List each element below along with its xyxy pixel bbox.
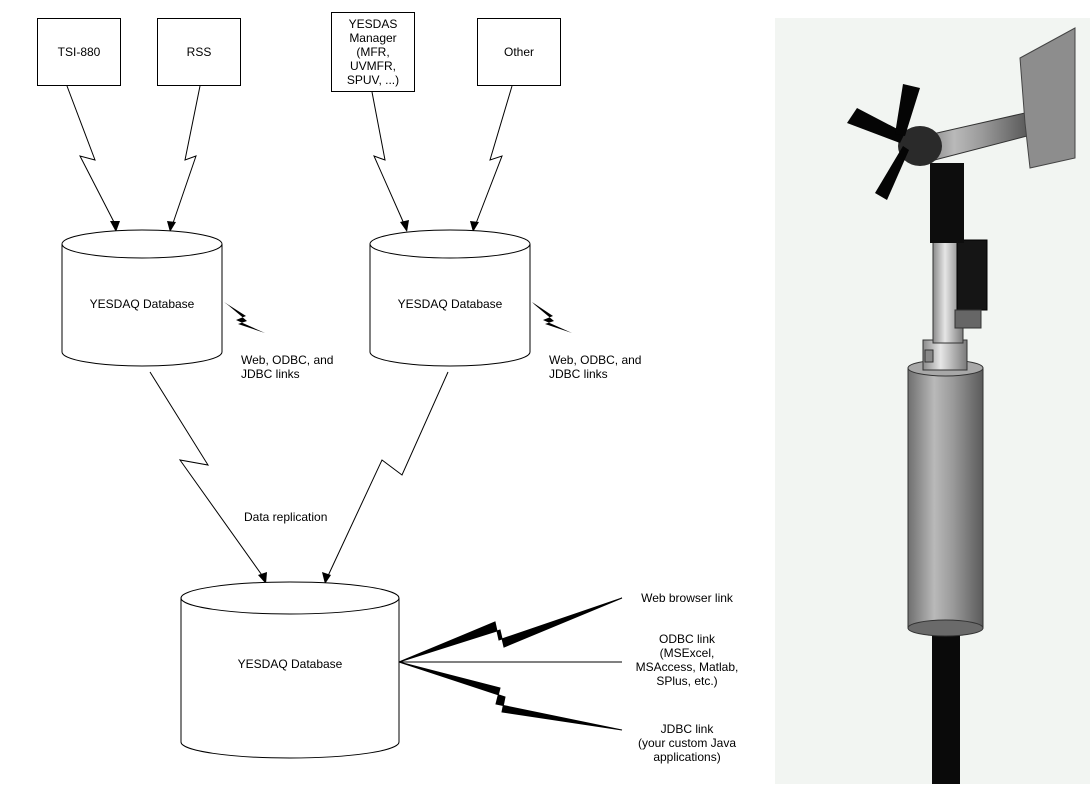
output-label-web: Web browser link <box>641 591 733 605</box>
replication-arrow-left <box>149 371 265 579</box>
yesdas-label-line3: (MFR, UVMFR, <box>350 45 396 73</box>
odbc-label-line1: ODBC link <box>658 632 715 646</box>
database-cylinder-middle <box>369 229 531 367</box>
odbc-label-line3: MSAccess, Matlab, <box>635 660 739 674</box>
source-box-yesdas-manager: YESDAS Manager (MFR, UVMFR, SPUV, ...) <box>331 12 415 92</box>
junction-box <box>956 239 988 311</box>
lightning-bolt-left <box>224 302 265 333</box>
output-label-jdbc: JDBC link (your custom Java applications… <box>622 722 752 764</box>
propeller-icon <box>847 84 920 200</box>
signal-arrow-tsi <box>66 85 117 227</box>
source-box-rss: RSS <box>157 18 241 86</box>
jdbc-label-line1: JDBC link <box>660 722 714 736</box>
odbc-label-line2: (MSExcel, <box>659 646 715 660</box>
replication-label: Data replication <box>244 510 328 524</box>
lightning-link-web <box>398 597 623 663</box>
arrowhead-rss <box>167 221 176 232</box>
signal-arrow-other <box>474 85 513 227</box>
link-label-left-line1: Web, ODBC, and <box>241 353 334 367</box>
diagram-canvas <box>61 85 623 759</box>
database-label-left: YESDAQ Database <box>89 297 195 311</box>
replication-arrow-right <box>326 371 449 579</box>
yesdas-label-line1: YESDAS <box>348 17 398 31</box>
yesdas-label-line4: SPUV, ...) <box>346 73 400 87</box>
lightning-link-jdbc <box>398 661 623 731</box>
link-label-middle-line2: JDBC links <box>549 367 608 381</box>
link-label-left-line2: JDBC links <box>241 367 300 381</box>
anemometer-illustration <box>847 27 1076 784</box>
database-label-bottom: YESDAQ Database <box>237 657 343 671</box>
source-box-other: Other <box>477 18 561 86</box>
database-cylinder-left <box>61 229 223 367</box>
source-label-other: Other <box>503 45 534 59</box>
source-label-rss: RSS <box>186 45 212 59</box>
arrowhead-other <box>470 221 479 232</box>
signal-arrow-yesdas <box>371 91 406 227</box>
link-label-middle: Web, ODBC, and JDBC links <box>549 353 641 381</box>
signal-arrow-rss <box>171 85 201 227</box>
source-box-tsi-880: TSI-880 <box>37 18 121 86</box>
odbc-label-line4: SPlus, etc.) <box>656 674 718 688</box>
database-label-middle: YESDAQ Database <box>397 297 503 311</box>
sensor-housing <box>907 367 984 629</box>
arrowhead-tsi <box>110 221 120 232</box>
link-label-left: Web, ODBC, and JDBC links <box>241 353 333 381</box>
anemometer-photo <box>775 18 1090 784</box>
mast-pole <box>932 618 960 784</box>
yesdas-label-line2: Manager <box>349 31 397 45</box>
lightning-bolt-middle <box>532 302 572 333</box>
jdbc-label-line2: (your custom Java <box>637 736 737 750</box>
arrowhead-replication-right <box>322 572 331 584</box>
database-cylinder-bottom <box>180 581 400 759</box>
source-label-tsi-880: TSI-880 <box>57 45 101 59</box>
arrowhead-replication-left <box>258 572 267 584</box>
output-label-odbc: ODBC link (MSExcel, MSAccess, Matlab, SP… <box>622 632 752 688</box>
tail-fin <box>1019 27 1076 169</box>
arrowhead-yesdas <box>400 220 409 232</box>
upper-shaft <box>930 163 964 243</box>
link-label-middle-line1: Web, ODBC, and <box>549 353 642 367</box>
jdbc-label-line3: applications) <box>653 750 721 764</box>
